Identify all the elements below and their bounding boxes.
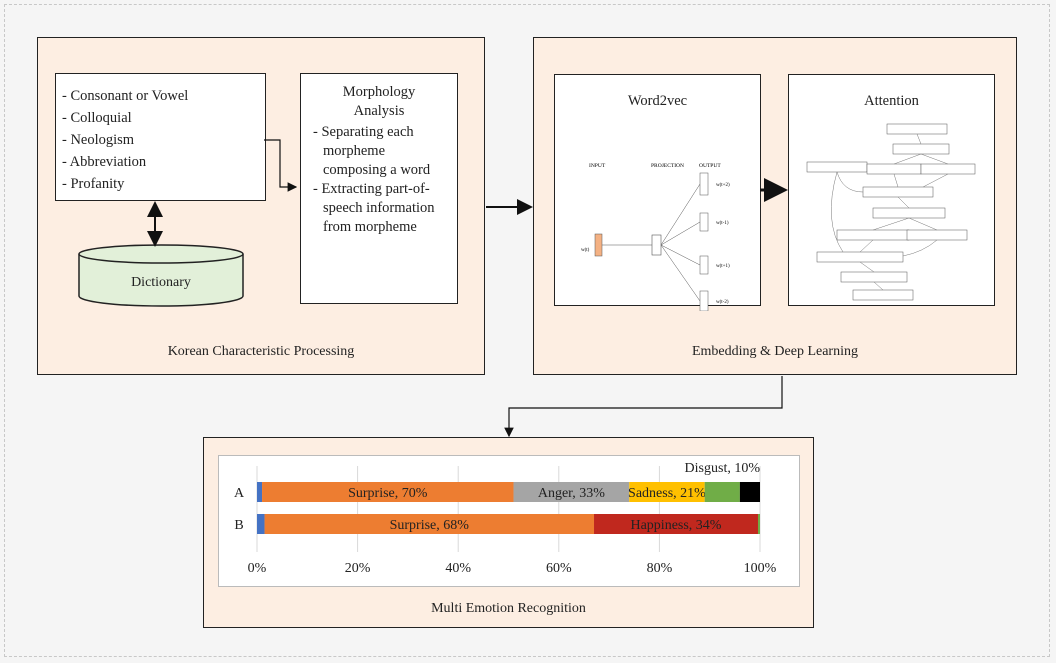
characteristic-item: - Abbreviation — [62, 154, 147, 170]
characteristic-item: - Profanity — [62, 176, 125, 192]
row-label: B — [234, 518, 243, 533]
morphology-box: Morphology Analysis - Separating each mo… — [300, 73, 458, 304]
emotion-panel: 0% 20% 40% 60% 80% 100% Disgust, 10% A Surprise,… — [203, 437, 814, 628]
characteristic-item: - Neologism — [62, 132, 135, 148]
w2v-projection-node — [651, 234, 662, 256]
segment-label: Sadness, 21% — [628, 486, 706, 501]
embedding-panel-caption: Embedding & Deep Learning — [691, 344, 858, 359]
characteristic-item: - Consonant or Vowel — [62, 88, 189, 104]
word2vec-diagram: INPUT PROJECTION OUTPUT w(t) w(t+2) w(t-… — [581, 163, 730, 311]
korean-processing-panel: - Consonant or Vowel - Colloquial - Neol… — [37, 37, 485, 375]
morphology-title-line2: Analysis — [353, 103, 405, 119]
bar-segment — [739, 482, 760, 502]
segment-label: Surprise, 68% — [390, 518, 470, 533]
dictionary-label: Dictionary — [131, 275, 191, 290]
korean-panel-caption: Korean Characteristic Processing — [167, 344, 355, 359]
morphology-item: - Extracting part-of-speech information … — [313, 181, 435, 235]
morphology-item: - Separating each morpheme composing a w… — [313, 124, 431, 178]
word2vec-title: Word2vec — [627, 93, 688, 109]
w2v-projection-label: PROJECTION — [651, 163, 684, 169]
w2v-out-label: w(t+1) — [716, 264, 730, 269]
bar-segment — [757, 514, 760, 534]
w2v-out-label: w(t+2) — [716, 183, 730, 188]
segment-label: Anger, 33% — [538, 486, 605, 501]
characteristic-item: - Colloquial — [62, 110, 132, 126]
w2v-out-label: w(t-1) — [716, 221, 729, 226]
row-label: A — [234, 486, 245, 501]
x-tick-label: 60% — [546, 561, 572, 576]
w2v-input-node — [594, 233, 603, 257]
w2v-wt-label: w(t) — [581, 248, 590, 253]
attention-model-graph — [806, 123, 976, 301]
w2v-out-label: w(t-2) — [716, 300, 729, 305]
segment-label: Surprise, 70% — [348, 486, 428, 501]
bar-segment — [629, 482, 705, 502]
attention-box: Attention — [788, 74, 995, 306]
characteristics-list: - Consonant or Vowel - Colloquial - Neol… — [62, 85, 265, 195]
bar-segment — [704, 482, 740, 502]
figure-frame — [4, 4, 1050, 657]
w2v-input-label: INPUT — [589, 163, 606, 169]
disgust-annotation: Disgust, 10% — [685, 461, 761, 476]
x-tick-label: 0% — [248, 561, 267, 576]
bar-segment — [257, 482, 263, 502]
x-tick-label: 80% — [647, 561, 673, 576]
x-tick-label: 40% — [445, 561, 471, 576]
characteristics-box: - Consonant or Vowel - Colloquial - Neol… — [55, 73, 266, 201]
x-tick-label: 20% — [345, 561, 371, 576]
bar-segment — [594, 514, 758, 534]
bar-segment — [257, 514, 265, 534]
attention-title: Attention — [864, 93, 919, 109]
segment-label: Happiness, 34% — [630, 518, 721, 533]
x-tick-label: 100% — [744, 561, 777, 576]
emotion-stacked-bar-chart: 0% 20% 40% 60% 80% 100% Disgust, 10% A Surprise,… — [234, 461, 777, 576]
bar-segment — [264, 514, 595, 534]
morphology-title: Morphology — [342, 84, 416, 100]
bar-segment — [513, 482, 630, 502]
emotion-chart-area: 0% 20% 40% 60% 80% 100% Disgust, 10% A Surprise,… — [218, 455, 800, 587]
w2v-output-label: OUTPUT — [699, 163, 721, 169]
emotion-panel-caption: Multi Emotion Recognition — [431, 601, 586, 616]
bar-segment — [262, 482, 514, 502]
word2vec-box: Word2vec INPUT PROJECTION OUTPUT w(t) w(… — [554, 74, 761, 311]
dictionary-cylinder — [78, 244, 244, 307]
embedding-panel: Word2vec INPUT PROJECTION OUTPUT w(t) w(… — [533, 37, 1017, 375]
